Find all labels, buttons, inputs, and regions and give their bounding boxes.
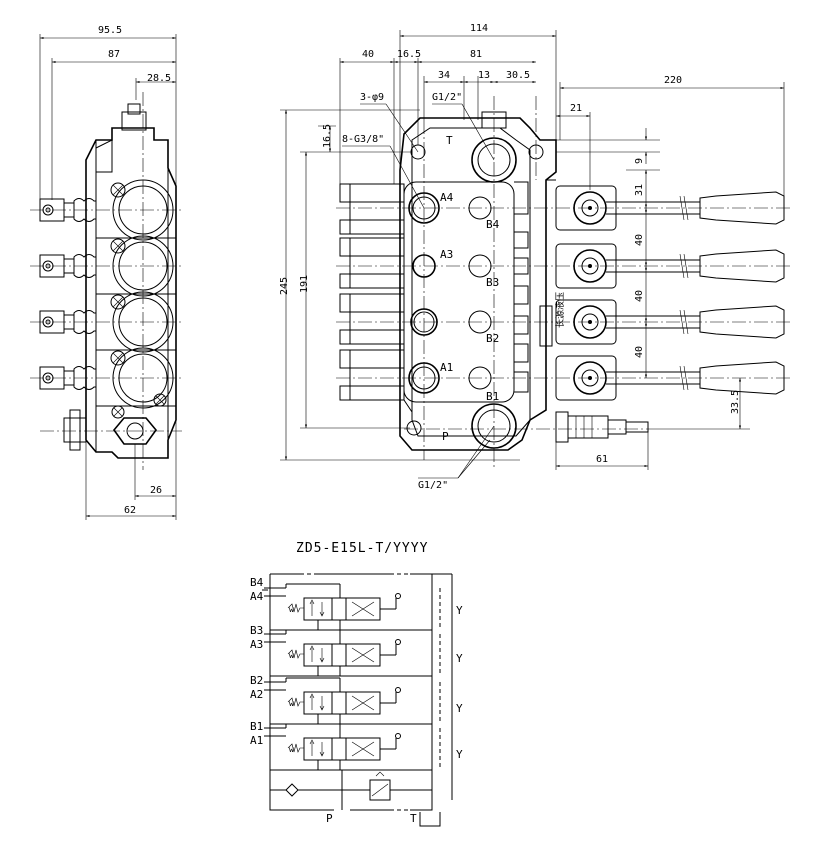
side-view: 95.5 87 28.5 26 62 <box>30 25 182 520</box>
front-handles <box>555 185 785 401</box>
front-left-stubs <box>339 183 405 401</box>
port-a1: A1 <box>440 361 453 374</box>
sch-a2: A2 <box>250 688 263 701</box>
port-labels: A4 B4 A3 B3 B2 A1 B1 P T <box>440 134 500 443</box>
dim-40-b: 40 <box>634 290 645 302</box>
port-b3: B3 <box>486 276 499 289</box>
front-right-sections: 长源液压 <box>514 179 566 393</box>
dim-40-a: 40 <box>634 234 645 246</box>
port-b1: B1 <box>486 390 499 403</box>
callout-port-top: G1/2" <box>432 92 462 103</box>
port-p: P <box>442 430 449 443</box>
sch-b1: B1 <box>250 720 263 733</box>
sch-y-1: Y <box>456 748 463 761</box>
sch-b3: B3 <box>250 624 263 637</box>
sch-a1: A1 <box>250 734 263 747</box>
dim-62: 62 <box>124 505 136 516</box>
dim-13: 13 <box>478 70 490 81</box>
front-callouts: 3-φ9 8-G3/8" G1/2" G1/2" <box>342 92 495 491</box>
sch-y-3: Y <box>456 652 463 665</box>
hydraulic-schematic: ZD5-E15L-T/YYYY w <box>250 541 463 827</box>
dim-114: 114 <box>470 23 488 34</box>
svg-text:w: w <box>289 745 294 754</box>
front-ports <box>406 111 544 449</box>
dim-16-5-top: 16.5 <box>397 49 421 60</box>
sch-y-4: Y <box>456 604 463 617</box>
dim-31: 31 <box>634 184 645 196</box>
dim-34: 34 <box>438 70 450 81</box>
dim-16-5-side: 16.5 <box>322 124 333 148</box>
port-a3: A3 <box>440 248 453 261</box>
side-dimensions: 95.5 87 28.5 26 62 <box>39 25 177 520</box>
schematic-labels: B4 A4 B3 A3 B2 A2 B1 A1 Y Y Y Y P T <box>250 576 463 825</box>
dim-61: 61 <box>596 454 608 465</box>
dim-21: 21 <box>570 103 582 114</box>
side-relief <box>63 409 158 451</box>
dim-95-5: 95.5 <box>98 25 122 36</box>
dim-191: 191 <box>299 275 310 293</box>
dim-40-c: 40 <box>634 346 645 358</box>
svg-text:w: w <box>289 699 294 708</box>
side-sections <box>96 179 176 419</box>
callout-ports-b: 8-G3/8" <box>342 134 384 145</box>
dim-33-5: 33.5 <box>730 390 741 414</box>
svg-text:w: w <box>289 605 294 614</box>
sch-a4: A4 <box>250 590 264 603</box>
model-title: ZD5-E15L-T/YYYY <box>296 541 428 556</box>
front-view: 长源液压 <box>279 23 790 491</box>
sch-a3: A3 <box>250 638 263 651</box>
dim-81: 81 <box>470 49 482 60</box>
port-b2: B2 <box>486 332 499 345</box>
schematic-relief <box>270 769 432 810</box>
port-b4: B4 <box>486 218 500 231</box>
side-spool-ends <box>39 198 97 390</box>
dim-40-top: 40 <box>362 49 374 60</box>
dim-28-5: 28.5 <box>147 73 171 84</box>
sch-p: P <box>326 812 333 825</box>
dim-26: 26 <box>150 485 162 496</box>
dim-87: 87 <box>108 49 120 60</box>
dim-30-5: 30.5 <box>506 70 530 81</box>
port-a4: A4 <box>440 191 454 204</box>
port-t: T <box>446 134 453 147</box>
sch-y-2: Y <box>456 702 463 715</box>
front-dimensions: 114 40 16.5 81 34 13 30.5 220 21 9 31 <box>279 23 785 470</box>
sch-b4: B4 <box>250 576 264 589</box>
callout-holes: 3-φ9 <box>360 92 384 103</box>
dim-220: 220 <box>664 75 682 86</box>
dim-245: 245 <box>279 277 290 295</box>
svg-text:w: w <box>289 651 294 660</box>
front-relief <box>555 411 649 443</box>
sch-b2: B2 <box>250 674 263 687</box>
dim-9: 9 <box>634 158 645 164</box>
callout-port-bottom: G1/2" <box>418 480 448 491</box>
sch-t: T <box>410 812 417 825</box>
schematic-sections: w w <box>264 583 441 771</box>
